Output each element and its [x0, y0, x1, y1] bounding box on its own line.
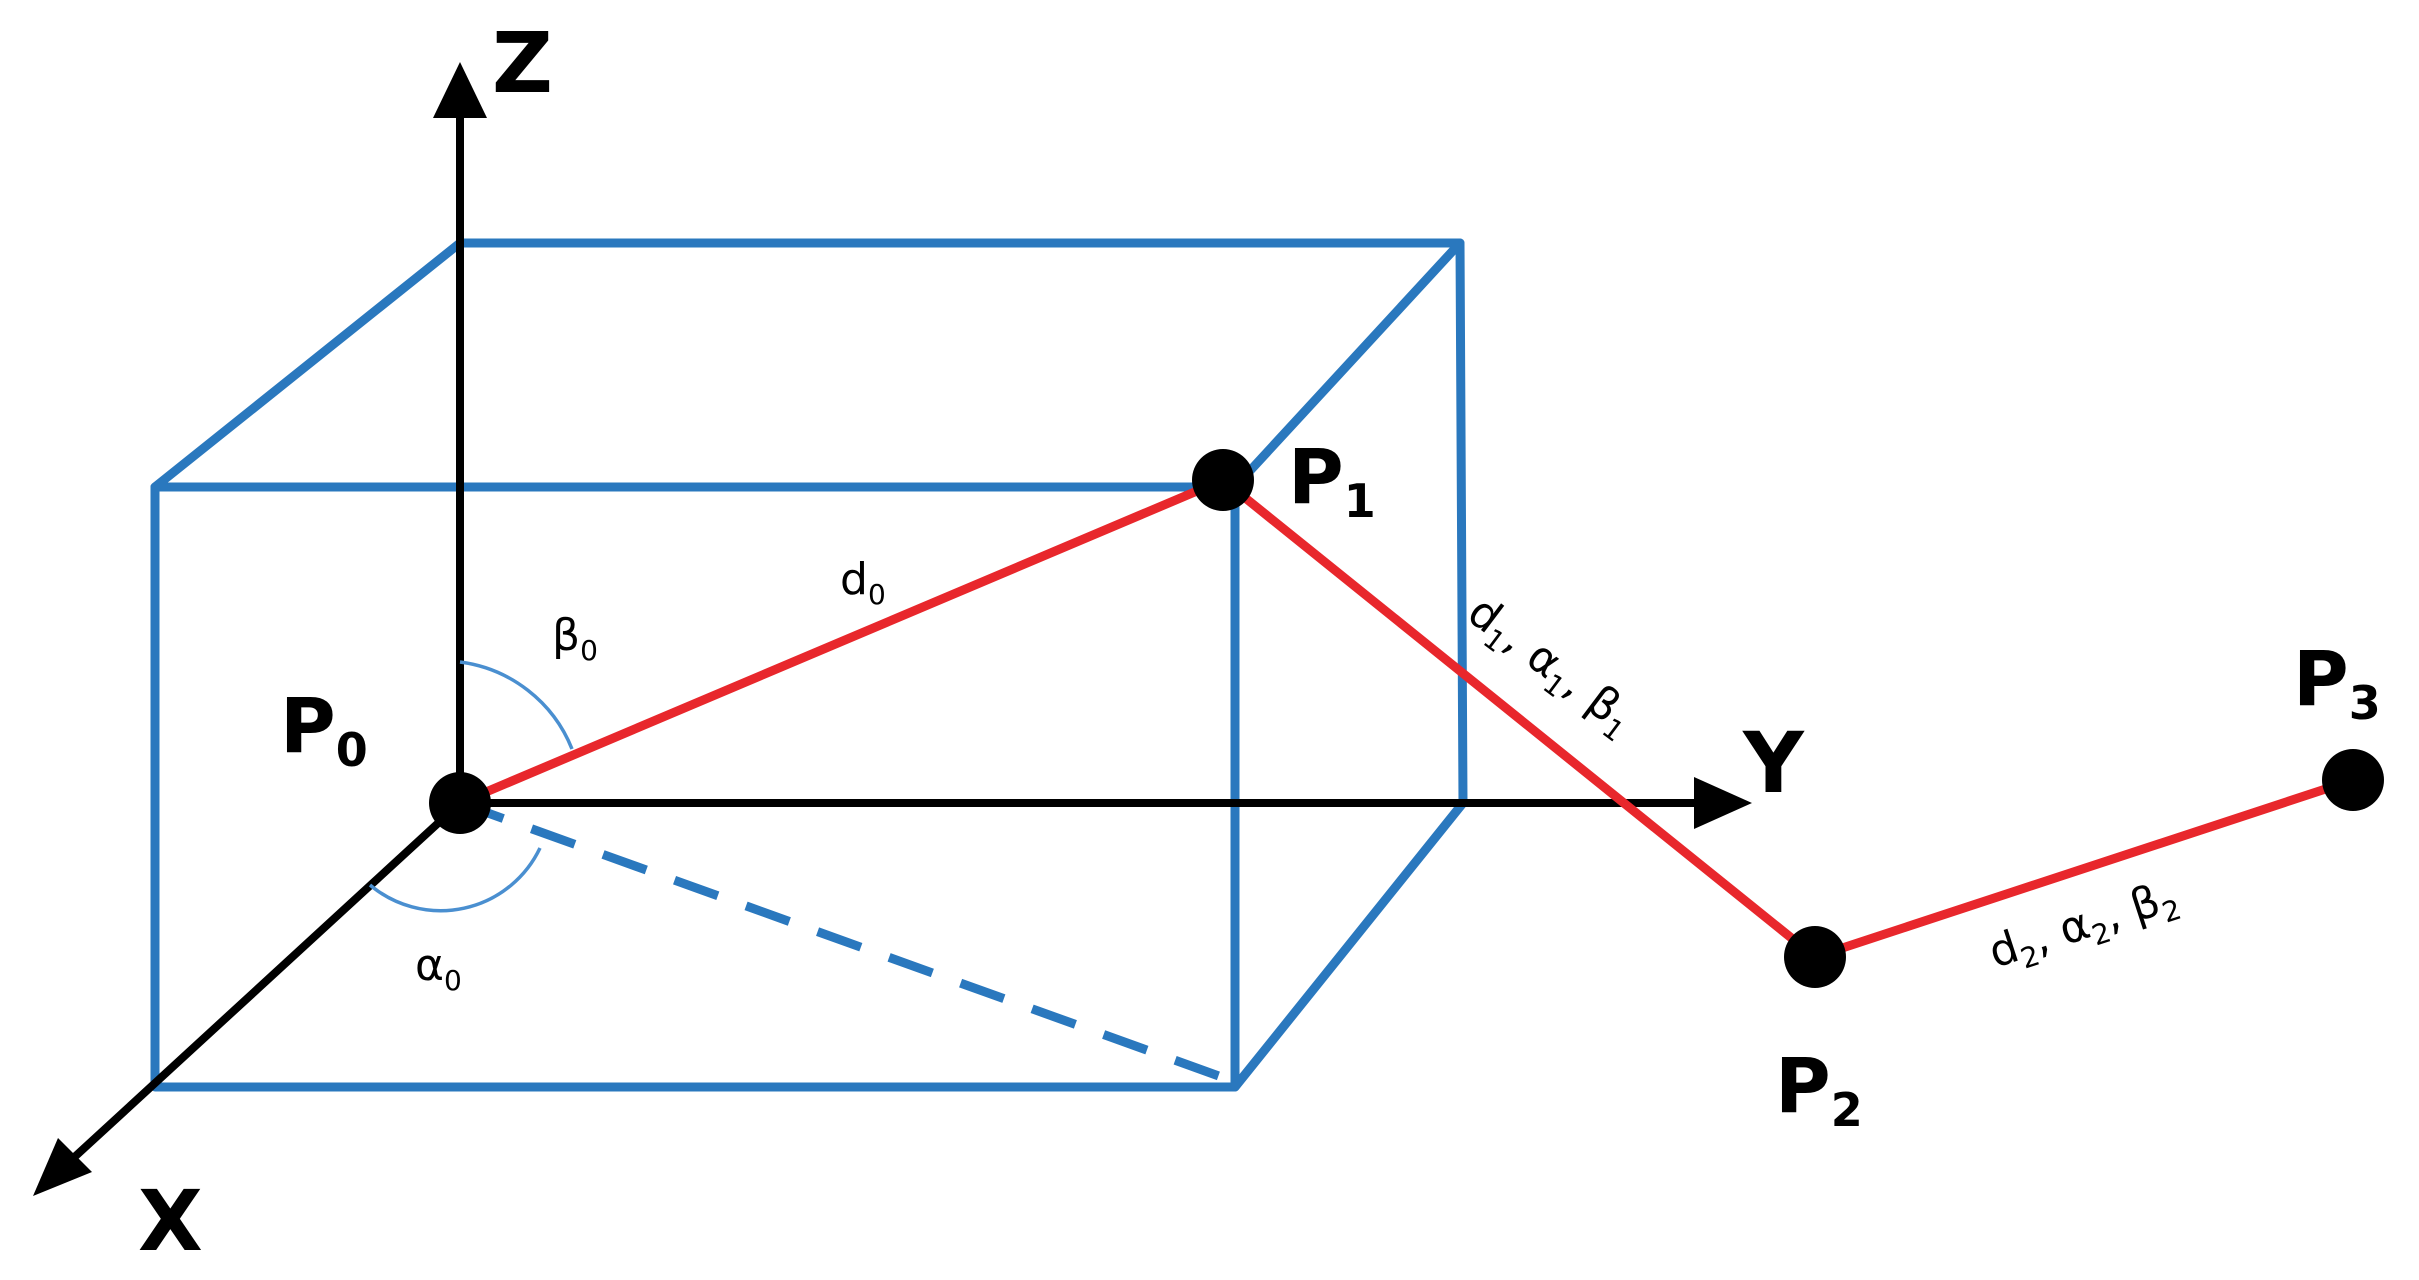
box-front-face: [150, 482, 1240, 1092]
axes: [33, 62, 1752, 1196]
p2-label: P2: [1775, 1041, 1863, 1137]
segment-d0: [455, 475, 1228, 808]
point-p1: [1192, 449, 1254, 511]
p1-label: P1: [1288, 432, 1376, 528]
z-axis-arrow: [433, 62, 487, 118]
segment1-label: d1, α1, β1: [1455, 586, 1645, 749]
y-axis-arrow: [1694, 777, 1752, 829]
point-p3: [2322, 749, 2384, 811]
p3-label: P3: [2293, 634, 2381, 730]
z-axis-label: Z: [492, 14, 553, 112]
point-p2: [1784, 926, 1846, 988]
box-projection-dashed-line: [458, 798, 1232, 1085]
x-axis-arrow: [33, 1138, 92, 1196]
bounding-box: [150, 238, 1468, 1092]
path-segments: [455, 475, 2358, 962]
x-axis-label: X: [138, 1172, 203, 1270]
p0-label: P0: [280, 681, 368, 777]
segment-d1: [1218, 475, 1820, 962]
alpha0-arc: [368, 847, 542, 913]
segment2-label: d2, α2, β2: [1983, 870, 2186, 984]
d0-label: d0: [840, 554, 886, 611]
x-axis: [62, 797, 466, 1169]
point-p0: [429, 772, 491, 834]
segment-d2: [1810, 775, 2358, 962]
beta0-arc: [459, 660, 574, 750]
box-top-face: [150, 238, 1465, 492]
y-axis-label: Y: [1742, 714, 1805, 812]
beta0-label: β0: [552, 610, 598, 667]
alpha0-label: α0: [415, 940, 462, 997]
